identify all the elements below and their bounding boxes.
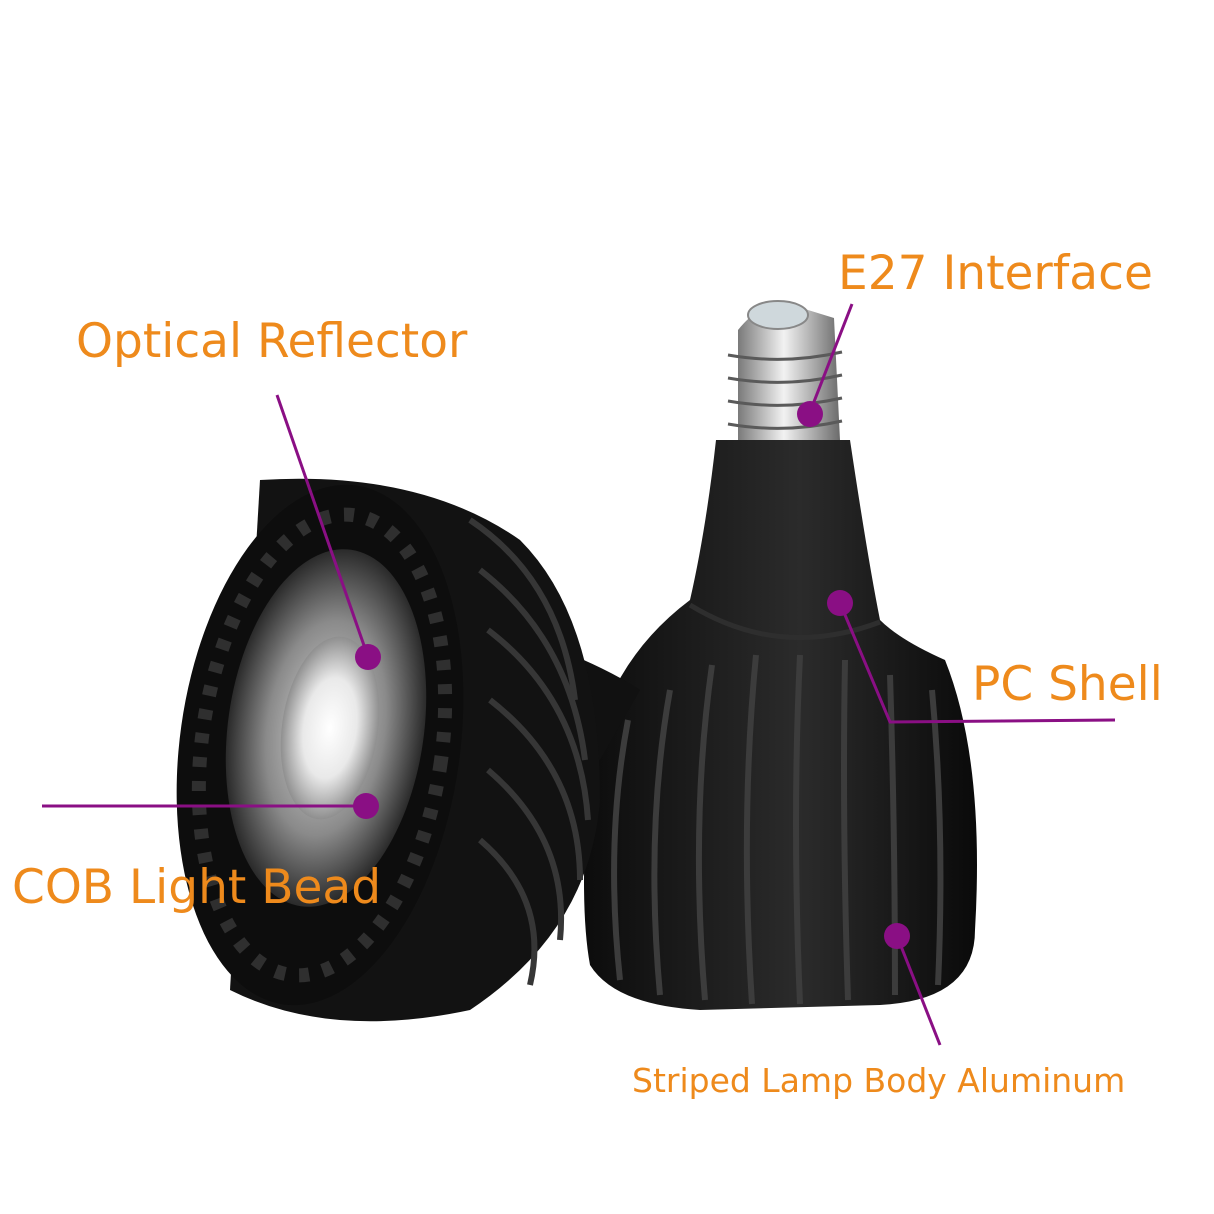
screw-threads (727, 350, 843, 430)
screw-contact (747, 300, 809, 330)
label-pc-shell: PC Shell (972, 657, 1163, 712)
left-lamp (176, 478, 640, 1022)
pc-shell (584, 440, 977, 1010)
callout-dot (827, 590, 853, 616)
shell-collar (688, 602, 881, 641)
callout-dot (355, 644, 381, 670)
callout-dot (884, 923, 910, 949)
right-lamp (584, 300, 977, 1010)
left-heatsink-fins (468, 517, 591, 986)
callout-dot (353, 793, 379, 819)
callout-optical-reflector (275, 394, 381, 670)
callout-striped-lamp-body (884, 923, 942, 1046)
left-lamp-vent-ring (191, 507, 453, 983)
label-striped-lamp-body: Striped Lamp Body Aluminum (632, 1061, 1126, 1100)
heatsink-fins (611, 654, 944, 1005)
callout-e27-interface (797, 303, 854, 427)
cob-light-bead (280, 636, 380, 820)
label-cob-light-bead: COB Light Bead (12, 860, 382, 915)
label-optical-reflector: Optical Reflector (76, 314, 468, 369)
callout-cob-light-bead (42, 793, 379, 819)
callout-pc-shell (827, 590, 1116, 724)
label-e27-interface: E27 Interface (838, 246, 1153, 301)
callout-dot (797, 401, 823, 427)
